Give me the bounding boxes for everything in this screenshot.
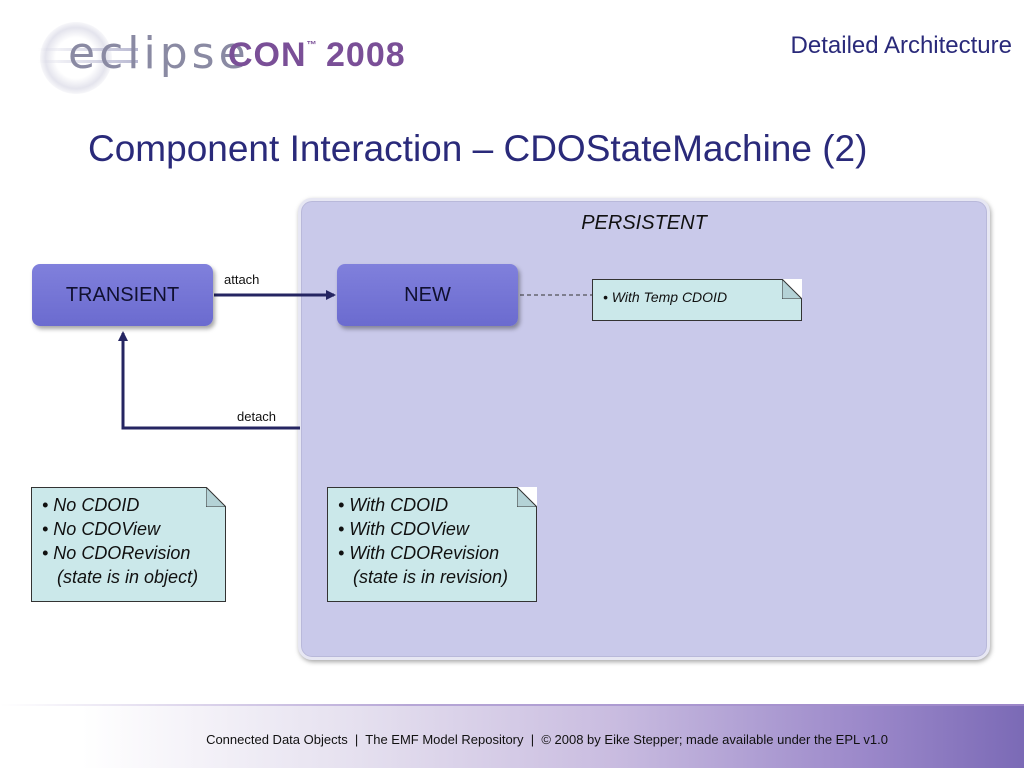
section-title: Detailed Architecture [790,32,1012,59]
note-transient-line: • No CDORevision [42,543,191,563]
footer-divider [0,704,1024,706]
attach-label: attach [224,272,260,287]
state-new-label: NEW [404,283,451,306]
eclipsecon-logo: eclipse CON™ 2008 [38,18,405,94]
logo-con-word: CON [228,36,307,74]
note-persistent-line: • With CDORevision [338,543,500,563]
note-persistent-line: • With CDOView [338,519,469,539]
state-transient-label: TRANSIENT [65,283,180,306]
note-persistent-line: • With CDOID [338,495,449,515]
note-fold-icon [782,279,802,299]
logo-swoosh [38,60,138,63]
note-transient-line: • No CDOID [42,495,140,515]
note-fold-icon [206,487,226,507]
note-persistent: • With CDOID • With CDOView • With CDORe… [327,487,537,602]
logo-year: 2008 [326,36,406,74]
logo-con-text: CON™ [228,36,318,75]
note-new: • With Temp CDOID [592,279,802,321]
note-new-line: • With Temp CDOID [603,289,728,305]
state-transient: TRANSIENT [32,264,213,326]
footer-text: Connected Data Objects | The EMF Model R… [206,732,888,747]
note-transient-line: • No CDOView [42,519,161,539]
logo-orb [40,22,112,94]
state-new: NEW [337,264,518,326]
slide-title: Component Interaction – CDOStateMachine … [88,128,868,169]
note-fold-icon [517,487,537,507]
note-persistent-line: (state is in revision) [338,567,509,587]
persistent-label: PERSISTENT [581,212,707,234]
detach-arrow [118,331,300,430]
detach-label: detach [237,409,277,424]
note-transient: • No CDOID • No CDOView • No CDORevision… [31,487,226,602]
logo-swoosh [38,48,138,51]
note-transient-line: (state is in object) [42,567,199,587]
logo-trademark: ™ [306,40,318,51]
footer-band [0,704,1024,768]
logo-eclipse-text: eclipse [68,28,250,79]
